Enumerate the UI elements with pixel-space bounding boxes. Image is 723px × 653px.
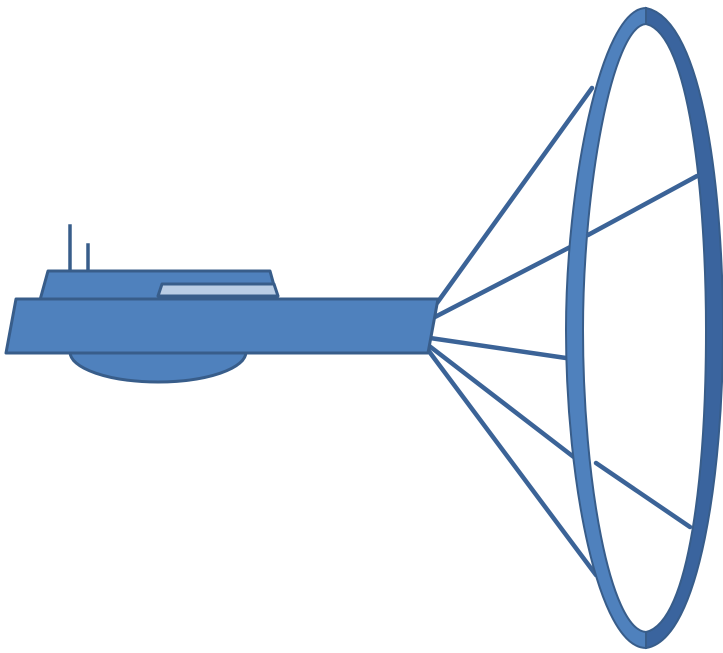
inner-cable-lower (596, 463, 690, 527)
antenna-masts (70, 226, 88, 272)
ring-dark-band (646, 8, 723, 648)
ship-hull-platform (6, 299, 438, 353)
inner-cable-upper (588, 176, 697, 235)
hoop-ring (566, 8, 723, 648)
cable-3 (430, 338, 566, 358)
deck-window (158, 284, 278, 296)
inner-cables (588, 176, 697, 527)
cable-4 (428, 345, 575, 458)
